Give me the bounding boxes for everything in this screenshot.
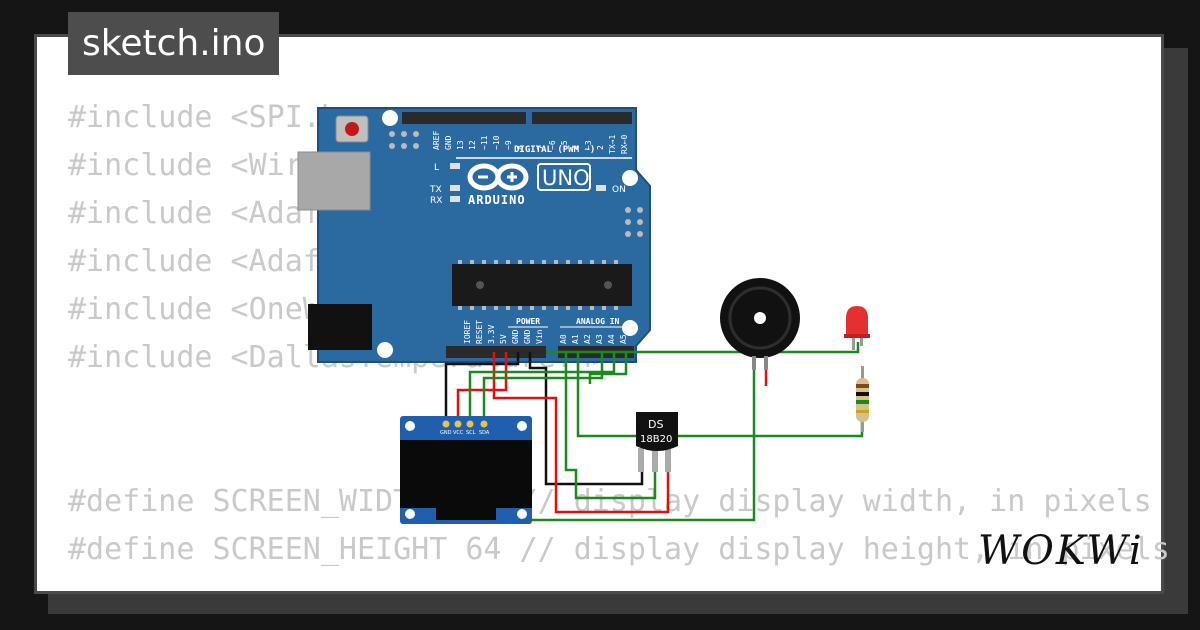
pin-label: ~9 (504, 140, 513, 150)
oled-pin (442, 420, 450, 428)
pin-label: 12 (468, 140, 477, 150)
led-label-l: L (434, 163, 439, 173)
board-model: UNO (542, 166, 590, 190)
analog-label: ANALOG IN (576, 317, 620, 326)
sensor-label: DS (648, 418, 663, 431)
digital-header-right (532, 112, 632, 124)
digital-header-left (402, 112, 526, 124)
temperature-sensor[interactable]: DS 18B20 (636, 412, 678, 472)
red-led[interactable] (844, 306, 870, 350)
pin-label: 7 (536, 145, 545, 150)
led-label-tx: TX (429, 185, 442, 195)
wire-scl (468, 352, 616, 420)
wire-a5-loop (588, 352, 628, 384)
board-brand: ARDUINO (468, 193, 526, 207)
pin-label: IOREF (463, 320, 472, 344)
oled-screen (400, 440, 532, 508)
resistor[interactable] (856, 366, 869, 432)
usb-port (297, 151, 371, 211)
pin-label: ~6 (548, 140, 557, 150)
power-jack (308, 304, 372, 350)
wire-led (546, 342, 860, 354)
led-l (450, 163, 460, 169)
wire-gnd-sensor (528, 352, 644, 486)
pin-label: 3.3V (487, 325, 496, 344)
pin-label: 2 (596, 145, 605, 150)
led-label-on: ON (612, 185, 626, 195)
pin-label: A2 (583, 334, 592, 344)
power-label: POWER (516, 317, 540, 326)
pin-label: 4 (572, 145, 581, 150)
pin-label: ~5 (560, 140, 569, 150)
pin-label: ~3 (584, 140, 593, 150)
pin-label: 5V (499, 334, 508, 344)
pin-label: A0 (559, 334, 568, 344)
pin-label: 8 (516, 145, 525, 150)
pin-label: GND (444, 135, 453, 150)
icsp-header (389, 131, 643, 237)
wokwi-logo: WOKWi (978, 528, 1144, 574)
led-label-rx: RX (430, 196, 442, 206)
sensor-label: 18B20 (640, 434, 672, 445)
led-tx (450, 185, 460, 191)
pin-label: RESET (475, 320, 484, 344)
pin-label: A4 (607, 334, 616, 344)
wires (444, 342, 864, 522)
oled-pin-label: GND (440, 430, 452, 436)
wire-sensor-data (564, 352, 657, 500)
mount-hole (622, 170, 638, 186)
oled-pin (466, 420, 474, 428)
oled-display[interactable]: GND VCC SCL SDA (400, 416, 532, 524)
pin-label: 13 (456, 140, 465, 150)
pin-label: RX←0 (620, 135, 629, 154)
pin-label: AREF (432, 131, 441, 150)
mount-hole (382, 110, 398, 126)
digital-label: DIGITAL (PWM ~) (514, 145, 595, 155)
arduino-uno-board[interactable]: AREF GND 13 12 ~11 ~10 ~9 8 7 ~6 ~5 4 ~3… (297, 107, 651, 363)
led-rx (450, 196, 460, 202)
reset-button-cap (345, 122, 359, 136)
pin-label: GND (523, 329, 532, 344)
mount-hole (622, 320, 638, 336)
pin-label: ~11 (480, 135, 489, 150)
pin-label: ~10 (492, 135, 501, 150)
oled-pin (454, 420, 462, 428)
arduino-logo-icon (467, 163, 529, 191)
oled-pin-label: VCC (453, 430, 464, 436)
wire-a1-resistor (576, 352, 864, 438)
buzzer[interactable] (720, 278, 800, 370)
sketch-title: sketch.ino (68, 12, 280, 75)
wire-5v-sensor (492, 352, 670, 514)
oled-pin (480, 420, 488, 428)
wire-sda (482, 352, 604, 420)
led-on (596, 185, 606, 191)
pin-label: A3 (595, 334, 604, 344)
pin-label: GND (511, 329, 520, 344)
buzzer-hole (754, 312, 766, 324)
pin-label: A1 (571, 334, 580, 344)
mount-hole (377, 342, 393, 358)
power-header (446, 346, 546, 358)
oled-pin-label: SCL (466, 430, 476, 436)
wire-gnd-oled (444, 352, 520, 420)
pin-label: Vin (535, 329, 544, 344)
oled-pin-label: SDA (479, 430, 490, 436)
pin-label: A5 (619, 334, 628, 344)
code-line: #define SCREEN_HEIGHT 64 // display disp… (68, 532, 1170, 567)
pin-label: TX→1 (608, 135, 617, 154)
